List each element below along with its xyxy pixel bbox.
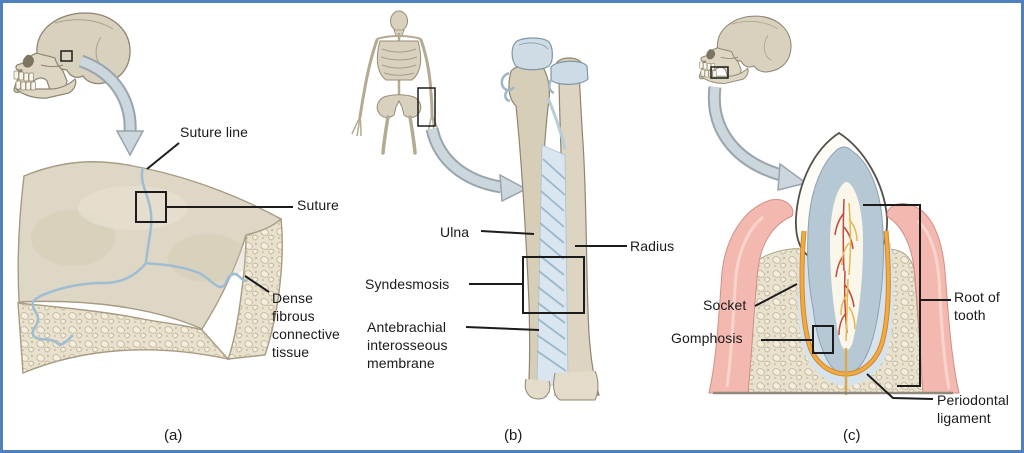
- label-socket: Socket: [703, 297, 747, 313]
- bone-slab-illustration: [17, 161, 283, 375]
- forearm-bones-illustration: [500, 37, 600, 401]
- leader-periodontal: [866, 373, 934, 400]
- bracket-root-of-tooth: [863, 204, 921, 387]
- leader-dense-fibrous: [244, 275, 270, 293]
- label-gomphosis: Gomphosis: [671, 330, 743, 346]
- label-suture: Suture: [297, 197, 339, 213]
- label-radius: Radius: [630, 238, 675, 254]
- label-syndesmosis: Syndesmosis: [365, 276, 450, 292]
- label-dense-fibrous-connective-tissue: Dense fibrous connective tissue: [272, 290, 340, 360]
- label-periodontal-ligament: Periodontal ligament: [937, 392, 1009, 426]
- skeleton-illustration: [351, 10, 440, 155]
- panel-b-zoom-arrow-icon: [425, 127, 528, 203]
- annotation-layer: [60, 50, 951, 400]
- anatomy-artwork: [13, 10, 960, 401]
- panel-c-zoom-arrow-icon: [707, 86, 808, 191]
- highlight-box-skull-a: [60, 50, 73, 62]
- leader-membrane: [465, 326, 540, 331]
- label-root-of-tooth: Root of tooth: [954, 289, 1000, 323]
- label-antebrachial-interosseous-membrane: Antebrachial interosseous membrane: [367, 319, 448, 371]
- caption-panel-a: (a): [164, 427, 183, 444]
- highlight-box-teeth: [710, 66, 729, 79]
- label-ulna: Ulna: [440, 224, 470, 240]
- highlight-box-forearm: [417, 87, 436, 127]
- caption-panel-c: (c): [843, 427, 861, 444]
- panel-c-skull-illustration: [698, 15, 792, 84]
- leader-ulna: [480, 230, 535, 235]
- caption-panel-b: (b): [504, 427, 523, 444]
- label-suture-line: Suture line: [180, 124, 249, 140]
- leader-socket: [754, 283, 798, 307]
- leader-suture-line: [146, 142, 180, 170]
- highlight-box-gomphosis: [812, 325, 834, 354]
- tooth-illustration: [708, 131, 960, 395]
- pulp-vessels-yellow: [840, 202, 858, 342]
- panel-a-zoom-arrow-icon: [78, 54, 145, 157]
